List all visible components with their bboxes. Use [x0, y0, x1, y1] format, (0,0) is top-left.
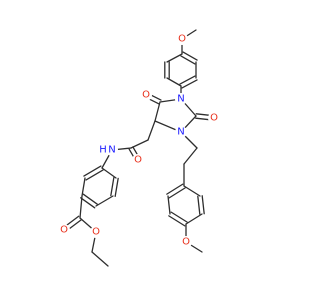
bond-b3-b4-b	[82, 193, 98, 205]
atom-label-O_c4: O	[142, 90, 150, 101]
bond-c5-c6-a	[201, 195, 205, 215]
bond-Ce1-Ce2	[91, 251, 109, 267]
atom-label-O_ester_carbonyl: O	[60, 225, 68, 236]
atom-label-N3: N	[177, 127, 184, 138]
bond-c1-c2-a	[166, 183, 184, 195]
bond-b4-b5	[95, 195, 114, 207]
bond-a1-a2-a	[180, 55, 196, 65]
atom-bg-N3	[175, 126, 187, 138]
bond-E1-E2	[183, 147, 198, 165]
atom-bg-O_top_meo	[176, 33, 188, 45]
bond-b1-b2-b	[85, 169, 104, 181]
bond-c3-c4-b	[170, 211, 188, 223]
atom-bg-O_amide	[132, 154, 144, 166]
bond-C5-C4	[154, 101, 161, 122]
atom-label-N1: N	[177, 94, 184, 105]
bond-a1-a2-b	[182, 51, 198, 61]
bond-c5-c6-b	[197, 195, 201, 215]
bond-b5-b6-b	[110, 176, 115, 197]
atom-bg-O_c4	[140, 89, 152, 101]
bond-c2-c3	[167, 195, 171, 215]
atom-label-O_ester: O	[92, 227, 100, 238]
bond-C5-Ca	[147, 120, 156, 141]
bond-b3-Cest	[79, 195, 83, 219]
bond-c4-c5	[185, 213, 203, 225]
bond-c1-c2-b	[168, 187, 186, 199]
atom-bg-H_amide	[97, 144, 109, 156]
atom-bg-O_ester	[90, 226, 102, 238]
atom-label-H_amide: H	[99, 145, 107, 156]
atom-bg-N1	[175, 93, 187, 105]
bond-a4-a5	[166, 77, 182, 87]
bond-a3-a4-a	[179, 75, 196, 85]
bond-c3-c4-a	[168, 215, 186, 227]
bond-b3-b4-a	[80, 197, 96, 209]
bond-a6-a1	[166, 53, 183, 63]
atom-bg-O_c2	[208, 112, 220, 124]
bond-c6-c1	[183, 185, 201, 197]
bond-b1-b2-a	[83, 165, 102, 177]
atom-label-O_bot_meo: O	[182, 237, 190, 248]
atom-label-O_amide: O	[134, 155, 142, 166]
bond-Ca-Cb	[130, 139, 149, 149]
bond-layer	[62, 29, 215, 267]
bond-b6-b1	[101, 167, 117, 179]
atom-bg-O_bot_meo	[180, 236, 192, 248]
bond-b5-b6-a	[114, 177, 119, 198]
atom-label-O_c2: O	[210, 113, 218, 124]
atom-label-N_amide: N	[108, 145, 115, 156]
bond-b2-b3	[81, 177, 86, 197]
bond-a3-a4-b	[181, 79, 198, 89]
atom-bg-O_ester_carbonyl	[58, 224, 70, 236]
atom-bg-N_amide	[106, 144, 118, 156]
atom-label-O_top_meo: O	[178, 34, 186, 45]
